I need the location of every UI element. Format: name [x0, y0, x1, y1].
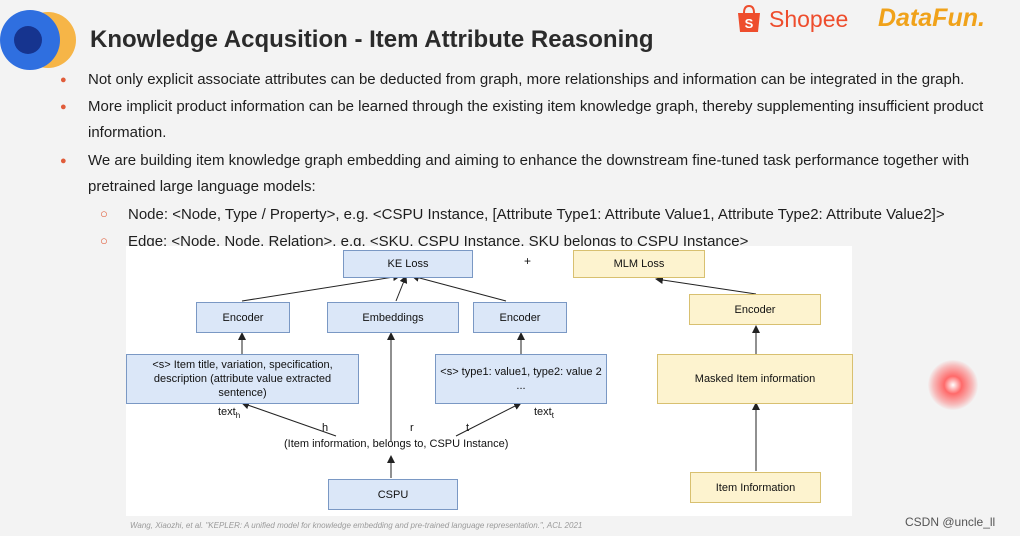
- encoder-mid-box: Encoder: [473, 302, 567, 333]
- ke-loss-box: KE Loss: [343, 250, 473, 278]
- citation: Wang, Xiaozhi, et al. "KEPLER: A unified…: [130, 521, 583, 530]
- logo-circles-icon: [0, 10, 76, 70]
- embeddings-box: Embeddings: [327, 302, 459, 333]
- slide-title: Knowledge Acqusition - Item Attribute Re…: [90, 26, 654, 53]
- sub-bullet-edge: ○ Edge: <Node, Node, Relation>, e.g. <SK…: [100, 229, 748, 255]
- laser-pointer-icon: [928, 360, 978, 410]
- datafun-logo: DataFun.: [878, 4, 985, 32]
- bullet-dot-icon: ●: [60, 155, 67, 167]
- masked-item-box: Masked Item information: [657, 354, 853, 404]
- type-text-box: <s> type1: value1, type2: value 2 ...: [435, 354, 607, 404]
- text-t-label: textt: [534, 406, 554, 421]
- t-label: t: [466, 422, 470, 434]
- item-information-box: Item Information: [690, 472, 821, 503]
- plus-sign: +: [524, 254, 532, 268]
- arrow-encoder-right-to-mlm-loss: [655, 276, 757, 295]
- text-h-label: texth: [218, 406, 241, 421]
- arrow-triple-to-type-text: [455, 402, 522, 437]
- bullet-2: ● More implicit product information can …: [60, 94, 998, 146]
- bullet-circle-icon: ○: [100, 233, 108, 248]
- r-label: r: [410, 422, 414, 434]
- svg-text:S: S: [745, 16, 754, 31]
- mlm-loss-box: MLM Loss: [573, 250, 705, 278]
- triple-label: (Item information, belongs to, CSPU Inst…: [284, 438, 509, 450]
- arrow-encoder-mid-to-ke-loss: [411, 273, 507, 302]
- shopping-bag-icon: S: [738, 4, 760, 32]
- bullet-dot-icon: ●: [60, 101, 67, 113]
- bullet-circle-icon: ○: [100, 206, 108, 221]
- bullet-dot-icon: ●: [60, 74, 67, 86]
- arrow-encoder-left-to-ke-loss: [241, 273, 401, 302]
- bullet-1: ● Not only explicit associate attributes…: [60, 67, 964, 93]
- sub-bullet-node: ○ Node: <Node, Type / Property>, e.g. <C…: [100, 202, 945, 228]
- arrow-triple-to-item-text: [241, 401, 337, 437]
- arrow-embeddings-to-ke-loss: [395, 275, 408, 302]
- diagram-panel: KE Loss + MLM Loss Encoder Embeddings En…: [126, 246, 853, 516]
- shopee-wordmark: Shopee: [769, 5, 849, 32]
- encoder-right-box: Encoder: [689, 294, 821, 325]
- item-text-box: <s> Item title, variation, specification…: [126, 354, 359, 404]
- encoder-left-box: Encoder: [196, 302, 290, 333]
- shopee-logo: S Shopee: [735, 2, 848, 36]
- h-label: h: [322, 422, 329, 434]
- diagram-arrows: [238, 273, 760, 478]
- watermark: CSDN @uncle_ll: [905, 515, 996, 529]
- cspu-box: CSPU: [328, 479, 458, 510]
- bullet-3: ● We are building item knowledge graph e…: [60, 148, 988, 200]
